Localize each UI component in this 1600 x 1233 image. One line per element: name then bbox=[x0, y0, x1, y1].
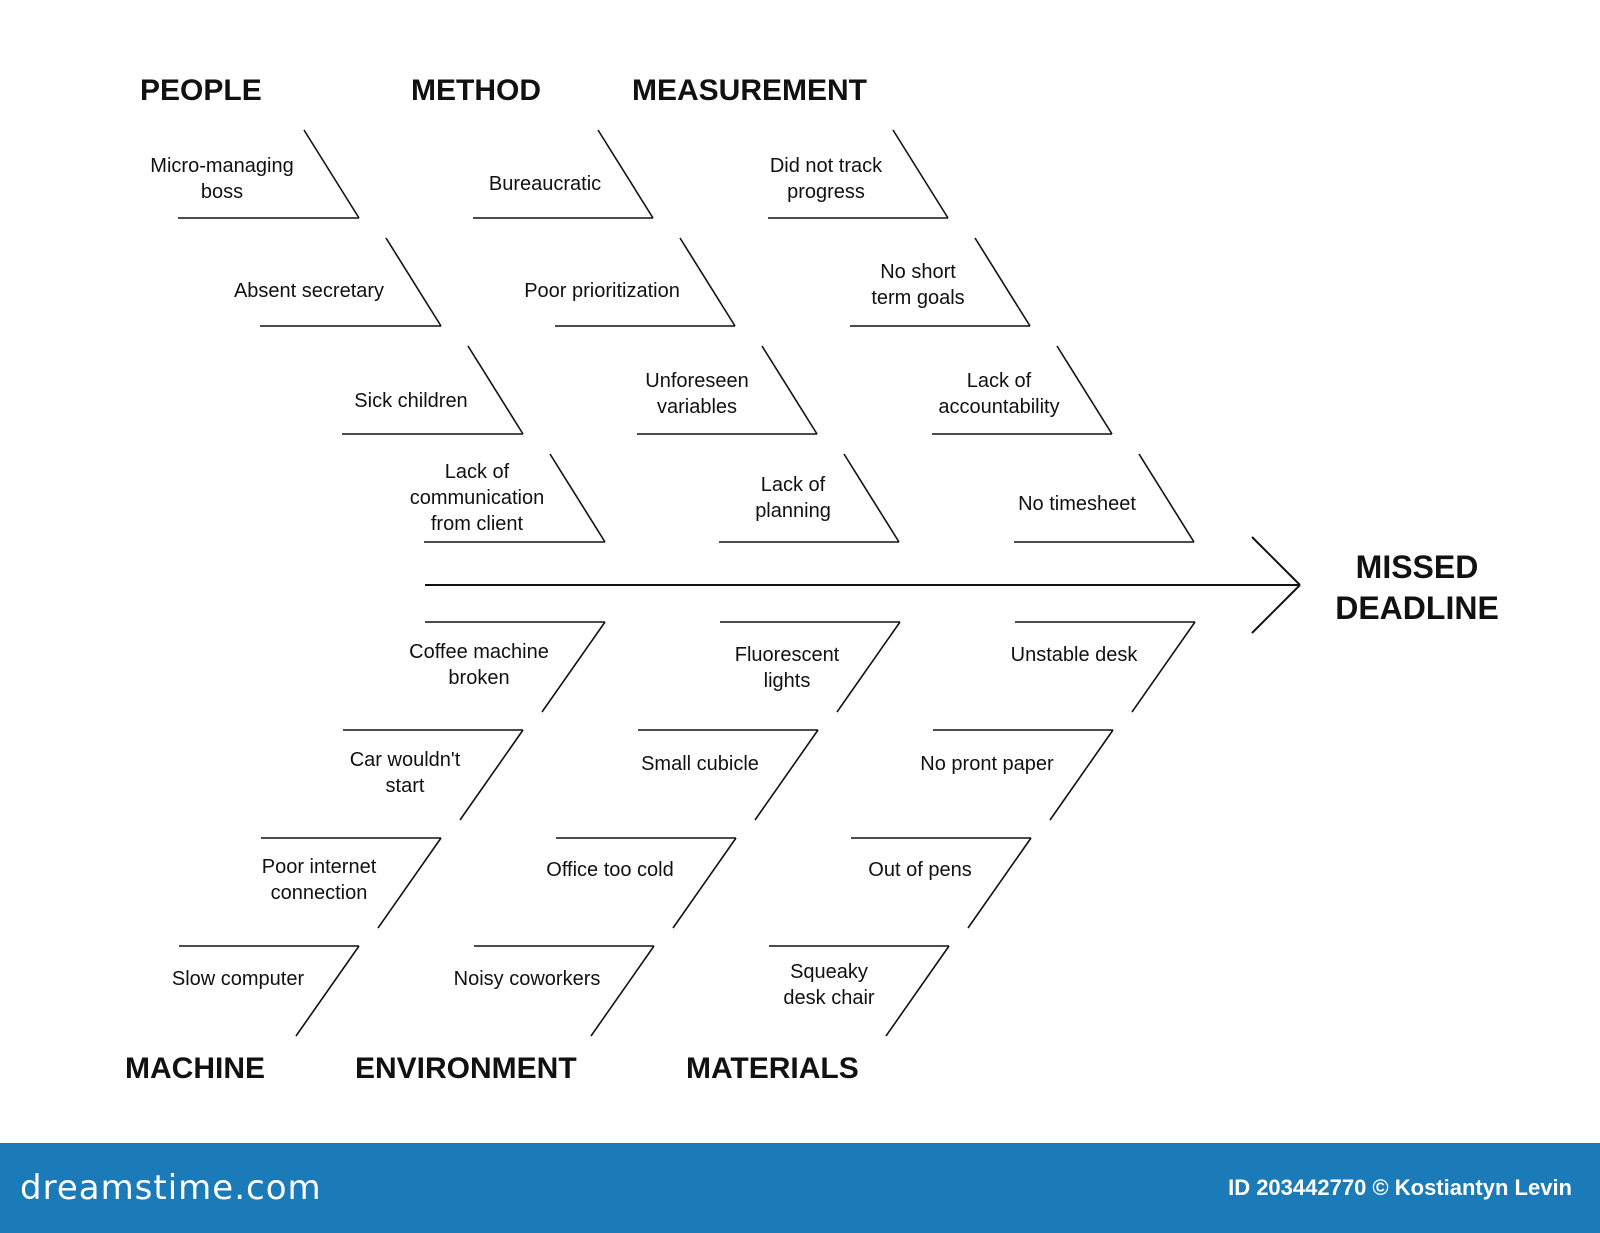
bone-measurement-2-slant bbox=[974, 237, 1031, 327]
bone-machine-3-slant bbox=[377, 837, 442, 929]
cause-machine-4: Slow computer bbox=[171, 968, 305, 990]
cause-materials-3: Out of pens bbox=[868, 859, 972, 881]
cause-measurement-4: No timesheet bbox=[1018, 493, 1136, 515]
bone-measurement-1-slant bbox=[892, 129, 949, 219]
cause-machine-2: Car wouldn't start bbox=[349, 749, 461, 797]
footer-bar: dreamstime.com ID 203442770 © Kostiantyn… bbox=[0, 1143, 1600, 1233]
cause-method-3: Unforeseen variables bbox=[645, 370, 749, 418]
bone-people-2-slant bbox=[385, 237, 442, 327]
cause-measurement-1: Did not track progress bbox=[769, 155, 883, 203]
category-method: METHOD bbox=[411, 74, 541, 107]
bone-materials-2-slant bbox=[1049, 729, 1114, 821]
bone-people-4-slant bbox=[549, 453, 606, 543]
category-environment: ENVIRONMENT bbox=[355, 1052, 577, 1085]
category-measurement: MEASUREMENT bbox=[632, 74, 868, 107]
fishbone-diagram bbox=[178, 129, 1301, 1037]
bone-environment-3-slant bbox=[672, 837, 737, 929]
cause-method-1: Bureaucratic bbox=[488, 173, 602, 195]
bone-materials-1-slant bbox=[1131, 621, 1196, 713]
bone-machine-2-slant bbox=[459, 729, 524, 821]
bone-environment-4-slant bbox=[590, 945, 655, 1037]
category-machine: MACHINE bbox=[125, 1052, 265, 1085]
bone-environment-2-slant bbox=[754, 729, 819, 821]
bone-environment-1-slant bbox=[836, 621, 901, 713]
cause-materials-4: Squeaky desk chair bbox=[783, 961, 875, 1009]
bone-measurement-3-slant bbox=[1056, 345, 1113, 435]
cause-environment-1: Fluorescent lights bbox=[734, 644, 840, 692]
cause-people-1: Micro-managing boss bbox=[150, 155, 294, 203]
cause-environment-4: Noisy coworkers bbox=[453, 968, 601, 990]
arrowhead-upper bbox=[1251, 536, 1301, 586]
bone-method-2-slant bbox=[679, 237, 736, 327]
bone-people-3-slant bbox=[467, 345, 524, 435]
cause-machine-1: Coffee machine broken bbox=[409, 641, 549, 689]
bone-measurement-4-slant bbox=[1138, 453, 1195, 543]
bone-materials-3-slant bbox=[967, 837, 1032, 929]
cause-environment-2: Small cubicle bbox=[641, 753, 759, 775]
cause-people-4: Lack of communication from client bbox=[409, 461, 545, 535]
bone-method-1-slant bbox=[597, 129, 654, 219]
bone-machine-1-slant bbox=[541, 621, 606, 713]
cause-materials-2: No pront paper bbox=[920, 753, 1054, 775]
cause-machine-3: Poor internet connection bbox=[261, 856, 377, 904]
cause-materials-1: Unstable desk bbox=[1010, 644, 1138, 666]
cause-method-4: Lack of planning bbox=[755, 474, 831, 522]
category-materials: MATERIALS bbox=[686, 1052, 859, 1085]
category-people: PEOPLE bbox=[140, 74, 262, 107]
cause-measurement-3: Lack of accountability bbox=[938, 370, 1060, 418]
image-credit: ID 203442770 © Kostiantyn Levin bbox=[1228, 1175, 1572, 1200]
cause-measurement-2: No short term goals bbox=[871, 261, 965, 309]
bone-machine-4-slant bbox=[295, 945, 360, 1037]
cause-people-2: Absent secretary bbox=[233, 280, 385, 302]
bone-people-1-slant bbox=[303, 129, 360, 219]
bone-materials-4-slant bbox=[885, 945, 950, 1037]
bone-method-3-slant bbox=[761, 345, 818, 435]
bone-method-4-slant bbox=[843, 453, 900, 543]
cause-people-3: Sick children bbox=[354, 390, 468, 412]
brand-logo[interactable]: dreamstime.com bbox=[20, 1168, 322, 1208]
cause-environment-3: Office too cold bbox=[546, 859, 674, 881]
arrowhead-lower bbox=[1251, 584, 1301, 634]
effect-label: MISSED DEADLINE bbox=[1335, 549, 1499, 626]
cause-method-2: Poor prioritization bbox=[524, 280, 680, 302]
